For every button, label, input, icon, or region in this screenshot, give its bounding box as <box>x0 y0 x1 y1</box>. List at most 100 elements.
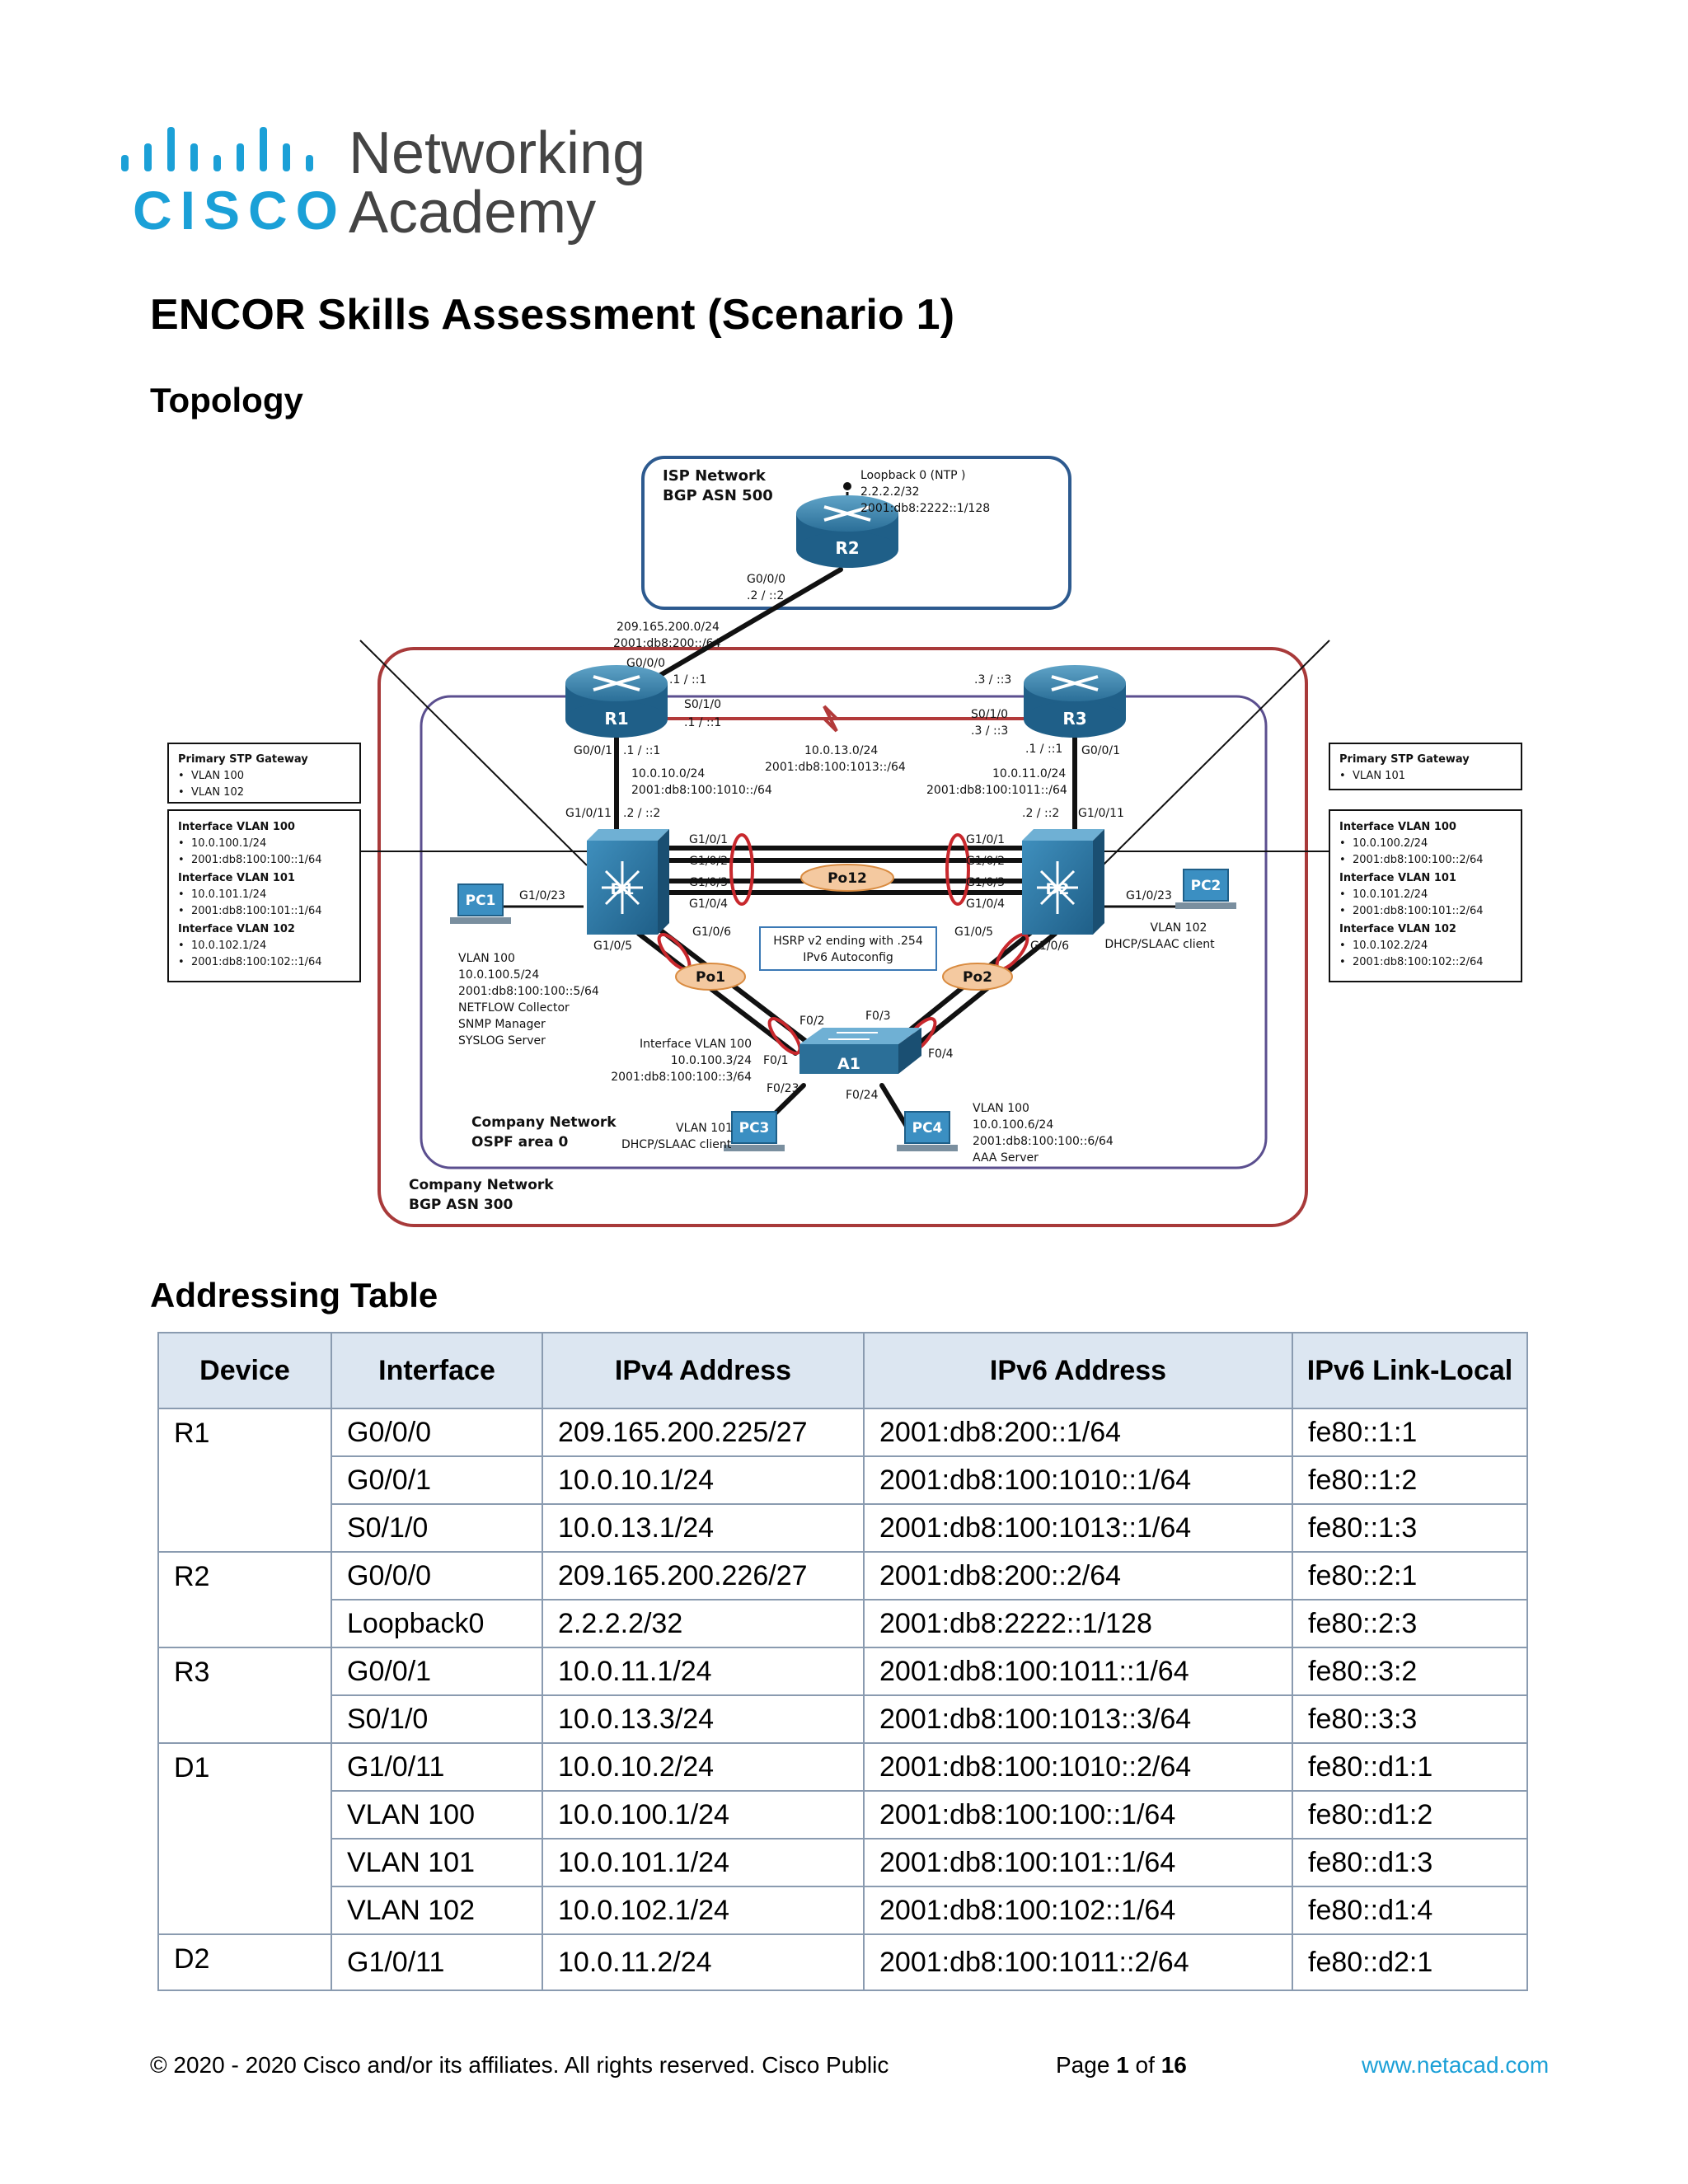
device-cell: R2 <box>157 1551 332 1648</box>
a1-f024: F0/24 <box>846 1089 879 1102</box>
device-cell: R3 <box>157 1647 332 1744</box>
r2-label: R2 <box>835 538 859 558</box>
svg-text:VLAN 102: VLAN 102 <box>1151 921 1207 935</box>
router-r1-icon <box>565 665 668 738</box>
svg-text:•: • <box>1339 854 1346 866</box>
logo-brand: CISCO <box>133 180 346 241</box>
svg-text:2001:db8:100:101::1/64: 2001:db8:100:101::1/64 <box>191 905 322 917</box>
r1-label: R1 <box>604 709 628 729</box>
svg-text:•: • <box>178 854 185 866</box>
svg-text:2001:db8:100:102::2/64: 2001:db8:100:102::2/64 <box>1353 956 1484 968</box>
svg-text:VLAN 100: VLAN 100 <box>191 770 244 782</box>
d2-g102: G1/0/2 <box>966 855 1005 868</box>
link-r1d1-v4: 10.0.10.0/24 <box>631 767 705 780</box>
loopback-dot <box>843 482 851 490</box>
header-interface: Interface <box>331 1332 543 1409</box>
d2-g106: G1/0/6 <box>1030 940 1069 953</box>
svg-text:2001:db8:100:100::2/64: 2001:db8:100:100::2/64 <box>1353 854 1484 866</box>
ospf-l1: Company Network <box>471 1114 617 1131</box>
a1-vlan-l3: 2001:db8:100:100::3/64 <box>611 1071 752 1084</box>
d1-label: D1 <box>611 880 635 898</box>
r3-g001-addr: .1 / ::1 <box>1025 743 1062 756</box>
a1-label: A1 <box>837 1055 860 1073</box>
footer-copyright: © 2020 - 2020 Cisco and/or its affiliate… <box>150 2052 889 2078</box>
svg-text:10.0.100.6/24: 10.0.100.6/24 <box>973 1118 1053 1132</box>
left-if-box <box>167 809 361 982</box>
svg-text:NETFLOW Collector: NETFLOW Collector <box>458 1001 570 1015</box>
svg-text:DHCP/SLAAC client: DHCP/SLAAC client <box>1104 938 1215 951</box>
po2-label: Po2 <box>963 969 992 986</box>
switch-a1-icon <box>799 1028 921 1074</box>
link-r3d2-v6: 2001:db8:100:1011::/64 <box>926 784 1067 797</box>
r3-label: R3 <box>1062 709 1086 729</box>
d1-g102: G1/0/2 <box>689 855 728 868</box>
d1-g1011-addr: .2 / ::2 <box>623 807 660 820</box>
company-ospf-zone <box>420 695 1268 1169</box>
d1-g103: G1/0/3 <box>689 876 728 889</box>
d1-g1011: G1/0/11 <box>565 807 612 820</box>
svg-text:Primary STP Gateway: Primary STP Gateway <box>178 753 308 766</box>
svg-text:2001:db8:100:101::2/64: 2001:db8:100:101::2/64 <box>1353 905 1484 917</box>
pc4-info: VLAN 100 10.0.100.6/24 2001:db8:100:100:… <box>973 1102 1114 1165</box>
svg-text:•: • <box>178 837 185 850</box>
right-stp-text: Primary STP Gateway •VLAN 101 <box>1339 753 1470 782</box>
serial-v6: 2001:db8:100:1013::/64 <box>765 761 906 774</box>
a1-vlan-l1: Interface VLAN 100 <box>640 1038 752 1051</box>
svg-text:•: • <box>1339 956 1346 968</box>
svg-text:•: • <box>178 770 185 782</box>
svg-text:2001:db8:100:100::1/64: 2001:db8:100:100::1/64 <box>191 854 322 866</box>
pc4-label: PC4 <box>912 1120 943 1137</box>
svg-text:10.0.100.5/24: 10.0.100.5/24 <box>458 968 539 982</box>
r1-g001-addr: .1 / ::1 <box>623 744 660 757</box>
bgp-l2: BGP ASN 300 <box>409 1197 513 1213</box>
link-r1-r3-serial <box>664 705 1024 733</box>
a1-vlan-l2: 10.0.100.3/24 <box>671 1054 752 1067</box>
a1-f01: F0/1 <box>763 1054 789 1067</box>
svg-text:AAA Server: AAA Server <box>973 1151 1039 1165</box>
svg-text:DHCP/SLAAC client: DHCP/SLAAC client <box>621 1138 732 1151</box>
hsrp-box <box>759 926 937 971</box>
header-ipv4: IPv4 Address <box>542 1332 865 1409</box>
d1-g104: G1/0/4 <box>689 898 728 911</box>
d2-label: D2 <box>1046 880 1070 898</box>
r1-s010-addr: .1 / ::1 <box>684 716 721 729</box>
a1-f03: F0/3 <box>865 1010 891 1023</box>
svg-text:2001:db8:100:100::6/64: 2001:db8:100:100::6/64 <box>973 1135 1114 1148</box>
link-isp-v6: 2001:db8:200::/64 <box>613 637 721 650</box>
svg-text:10.0.102.2/24: 10.0.102.2/24 <box>1353 940 1428 952</box>
pc2-icon <box>1175 869 1236 909</box>
svg-text:SNMP Manager: SNMP Manager <box>458 1018 546 1031</box>
logo-line2: Academy <box>349 180 596 246</box>
cisco-networking-academy-logo: CISCO Networking Academy <box>120 124 663 247</box>
switch-d2-icon <box>1022 829 1104 935</box>
po1-label: Po1 <box>696 969 725 986</box>
hsrp-l1: HSRP v2 ending with .254 <box>773 935 923 948</box>
link-r3d2-v4: 10.0.11.0/24 <box>992 767 1066 780</box>
switch-d1-icon <box>587 829 669 935</box>
router-r3-icon <box>1024 665 1126 738</box>
d2-g103: G1/0/3 <box>966 876 1005 889</box>
topology-diagram: ISP Network BGP ASN 500 Loopback 0 (NTP … <box>167 456 1522 1227</box>
a1-f02: F0/2 <box>799 1015 825 1028</box>
loopback-l3: 2001:db8:2222::1/128 <box>860 502 990 515</box>
svg-text:10.0.100.1/24: 10.0.100.1/24 <box>191 837 266 850</box>
a1-f023: F0/23 <box>767 1082 799 1095</box>
svg-text:10.0.101.2/24: 10.0.101.2/24 <box>1353 888 1428 901</box>
svg-text:Interface VLAN 102: Interface VLAN 102 <box>178 923 295 935</box>
company-bgp-zone <box>377 647 1308 1227</box>
pc3-label: PC3 <box>739 1120 770 1137</box>
link-isp-v4: 209.165.200.0/24 <box>617 621 720 634</box>
svg-text:Primary STP Gateway: Primary STP Gateway <box>1339 753 1470 766</box>
router-r2-icon <box>796 495 898 568</box>
section-addressing-heading: Addressing Table <box>150 1276 438 1315</box>
footer-netacad-link[interactable]: www.netacad.com <box>1362 2052 1550 2078</box>
